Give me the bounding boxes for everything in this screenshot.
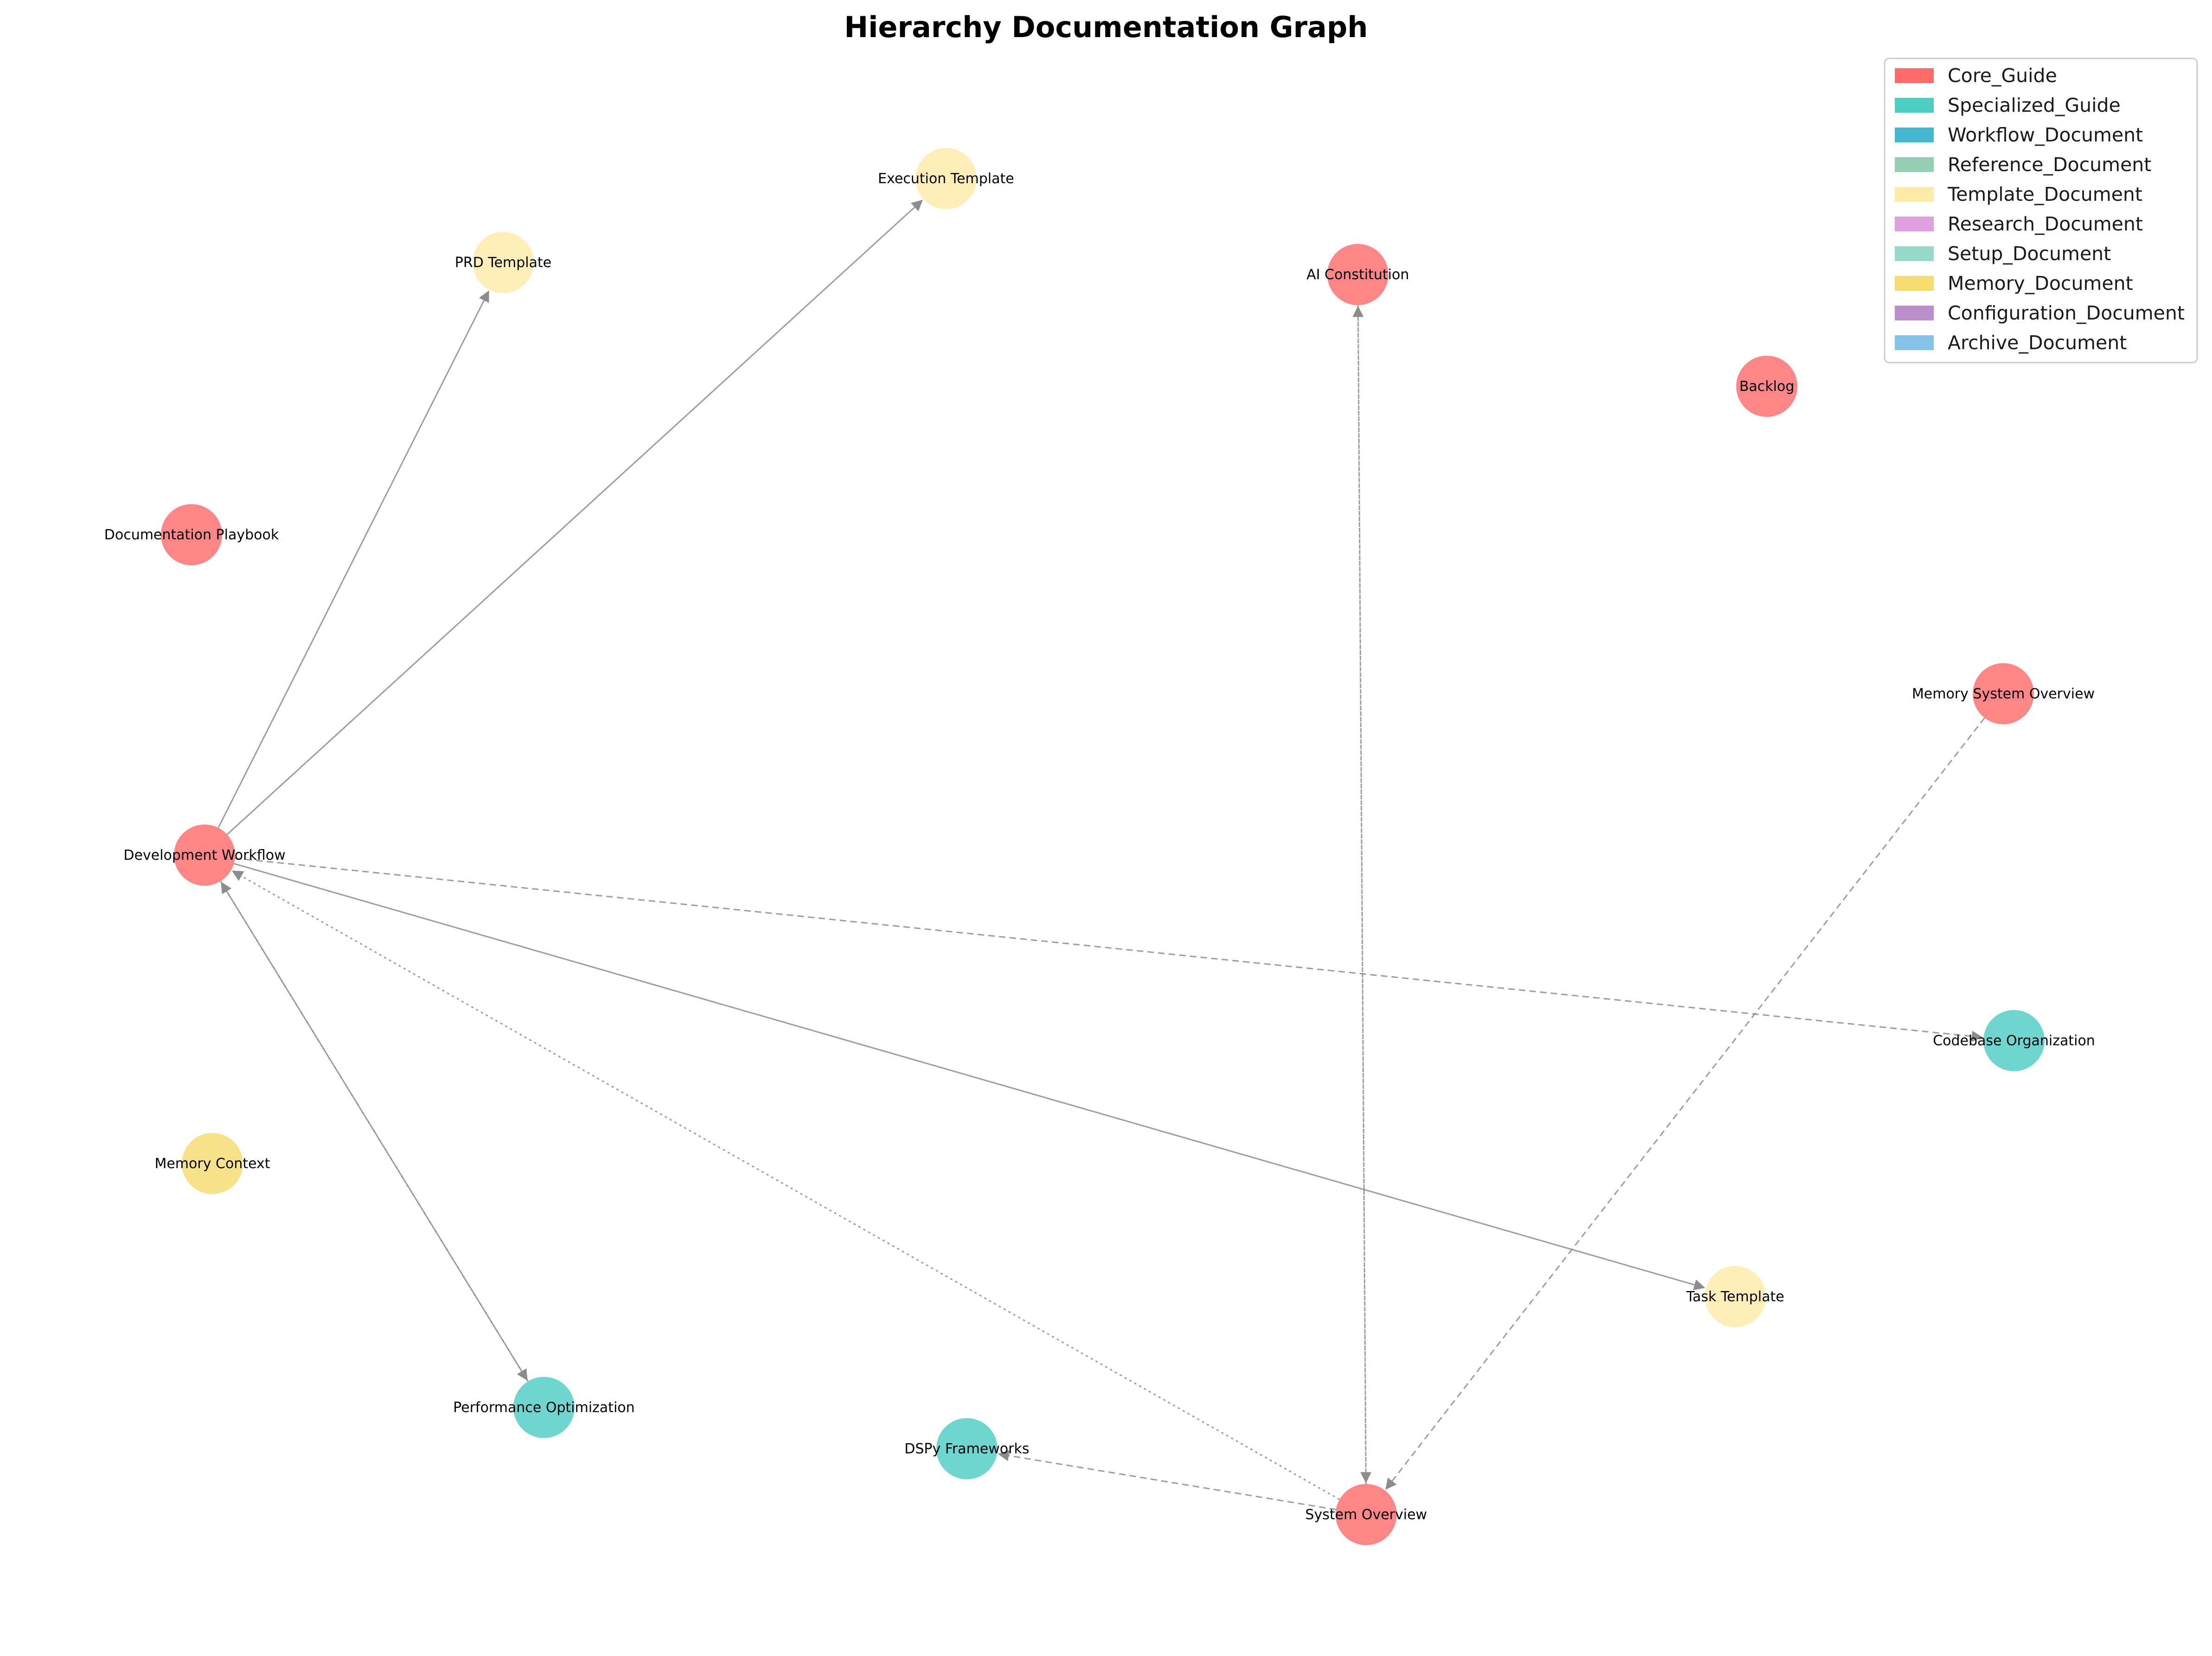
legend-swatch bbox=[1895, 217, 1934, 231]
graph-edge-memsys-to-sysov bbox=[1385, 717, 1985, 1490]
legend-label: Archive_Document bbox=[1948, 332, 2127, 354]
node-label: Task Template bbox=[1686, 1289, 1784, 1305]
legend-swatch bbox=[1895, 98, 1934, 113]
node-label: Memory Context bbox=[154, 1156, 270, 1172]
graph-node-backlog[interactable]: Backlog bbox=[1736, 356, 1797, 417]
legend-swatch bbox=[1895, 157, 1934, 172]
legend: Core_GuideSpecialized_GuideWorkflow_Docu… bbox=[1884, 58, 2198, 364]
graph-node-memctx[interactable]: Memory Context bbox=[154, 1133, 270, 1194]
graph-edge-devwf-to-task bbox=[233, 863, 1706, 1291]
graph-node-task[interactable]: Task Template bbox=[1686, 1266, 1784, 1327]
graph-edge-sysov-to-dspy bbox=[997, 1450, 1336, 1510]
node-circle[interactable] bbox=[1327, 244, 1388, 305]
graph-node-devwf[interactable]: Development Workflow bbox=[123, 825, 286, 886]
legend-label: Workflow_Document bbox=[1948, 124, 2143, 146]
node-circle[interactable] bbox=[1705, 1266, 1766, 1327]
node-label: Codebase Organization bbox=[1933, 1033, 2095, 1049]
legend-entry: Specialized_Guide bbox=[1895, 94, 2121, 116]
node-circle[interactable] bbox=[513, 1377, 575, 1438]
legend-label: Reference_Document bbox=[1948, 153, 2151, 176]
node-circle[interactable] bbox=[174, 825, 235, 886]
graph-edge-sysov-to-aic bbox=[1352, 306, 1367, 1484]
legend-entry: Configuration_Document bbox=[1895, 302, 2185, 324]
node-label: System Overview bbox=[1305, 1507, 1427, 1523]
legend-frame bbox=[1884, 58, 2198, 364]
node-label: PRD Template bbox=[455, 255, 551, 271]
legend-entry: Template_Document bbox=[1895, 183, 2142, 205]
legend-label: Memory_Document bbox=[1948, 272, 2133, 294]
node-label: Documentation Playbook bbox=[104, 527, 279, 543]
node-circle[interactable] bbox=[936, 1418, 997, 1479]
graph-node-perf[interactable]: Performance Optimization bbox=[453, 1377, 635, 1438]
node-circle[interactable] bbox=[915, 148, 977, 209]
node-label: Execution Template bbox=[878, 171, 1014, 187]
graph-node-memsys[interactable]: Memory System Overview bbox=[1912, 663, 2095, 724]
node-label: Backlog bbox=[1739, 378, 1795, 395]
legend-entry: Archive_Document bbox=[1895, 332, 2127, 354]
legend-swatch bbox=[1895, 306, 1934, 320]
graph-node-sysov[interactable]: System Overview bbox=[1305, 1484, 1427, 1545]
node-circle[interactable] bbox=[1983, 1010, 2045, 1071]
graph-edge-devwf-to-codebase bbox=[235, 857, 1983, 1042]
graph-edge-devwf-to-prd bbox=[217, 290, 489, 828]
node-label: DSPy Frameworks bbox=[904, 1441, 1029, 1457]
graph-node-codebase[interactable]: Codebase Organization bbox=[1933, 1010, 2095, 1071]
graph-node-aic[interactable]: AI Constitution bbox=[1306, 244, 1409, 305]
node-label: Development Workflow bbox=[123, 847, 285, 863]
legend-swatch bbox=[1895, 335, 1934, 350]
graph-node-exec[interactable]: Execution Template bbox=[878, 148, 1014, 209]
legend-entry: Workflow_Document bbox=[1895, 124, 2143, 146]
legend-swatch bbox=[1895, 246, 1934, 261]
legend-entry: Reference_Document bbox=[1895, 153, 2151, 176]
legend-label: Research_Document bbox=[1948, 213, 2143, 235]
legend-label: Core_Guide bbox=[1948, 64, 2057, 87]
legend-entry: Core_Guide bbox=[1895, 64, 2057, 87]
graph-title: Hierarchy Documentation Graph bbox=[844, 10, 1368, 44]
legend-entry: Memory_Document bbox=[1895, 272, 2133, 294]
node-label: Performance Optimization bbox=[453, 1400, 635, 1416]
node-circle[interactable] bbox=[161, 504, 222, 565]
graph-edge-aic-to-sysov bbox=[1357, 305, 1372, 1483]
legend-label: Specialized_Guide bbox=[1948, 94, 2121, 116]
legend-entry: Setup_Document bbox=[1895, 243, 2111, 265]
legend-label: Configuration_Document bbox=[1948, 302, 2185, 324]
legend-swatch bbox=[1895, 187, 1934, 202]
graph-node-prd[interactable]: PRD Template bbox=[455, 232, 551, 293]
legend-swatch bbox=[1895, 276, 1934, 291]
edge-layer bbox=[217, 199, 1985, 1510]
legend-swatch bbox=[1895, 68, 1934, 83]
node-circle[interactable] bbox=[1336, 1484, 1397, 1545]
node-label: Memory System Overview bbox=[1912, 686, 2095, 702]
graph-edge-perf-to-devwf bbox=[221, 882, 529, 1382]
node-circle[interactable] bbox=[473, 232, 534, 293]
node-circle[interactable] bbox=[1736, 356, 1797, 417]
graph-edge-sysov-to-devwf bbox=[231, 870, 1340, 1500]
legend-label: Template_Document bbox=[1947, 183, 2142, 205]
node-label: AI Constitution bbox=[1306, 267, 1409, 283]
legend-swatch bbox=[1895, 128, 1934, 142]
graph-edge-devwf-to-exec bbox=[226, 199, 923, 835]
legend-entry: Research_Document bbox=[1895, 213, 2143, 235]
graph-node-dspy[interactable]: DSPy Frameworks bbox=[904, 1418, 1029, 1479]
node-circle[interactable] bbox=[1973, 663, 2034, 724]
node-circle[interactable] bbox=[182, 1133, 243, 1194]
legend-label: Setup_Document bbox=[1948, 243, 2111, 265]
graph-node-docplay[interactable]: Documentation Playbook bbox=[104, 504, 279, 565]
